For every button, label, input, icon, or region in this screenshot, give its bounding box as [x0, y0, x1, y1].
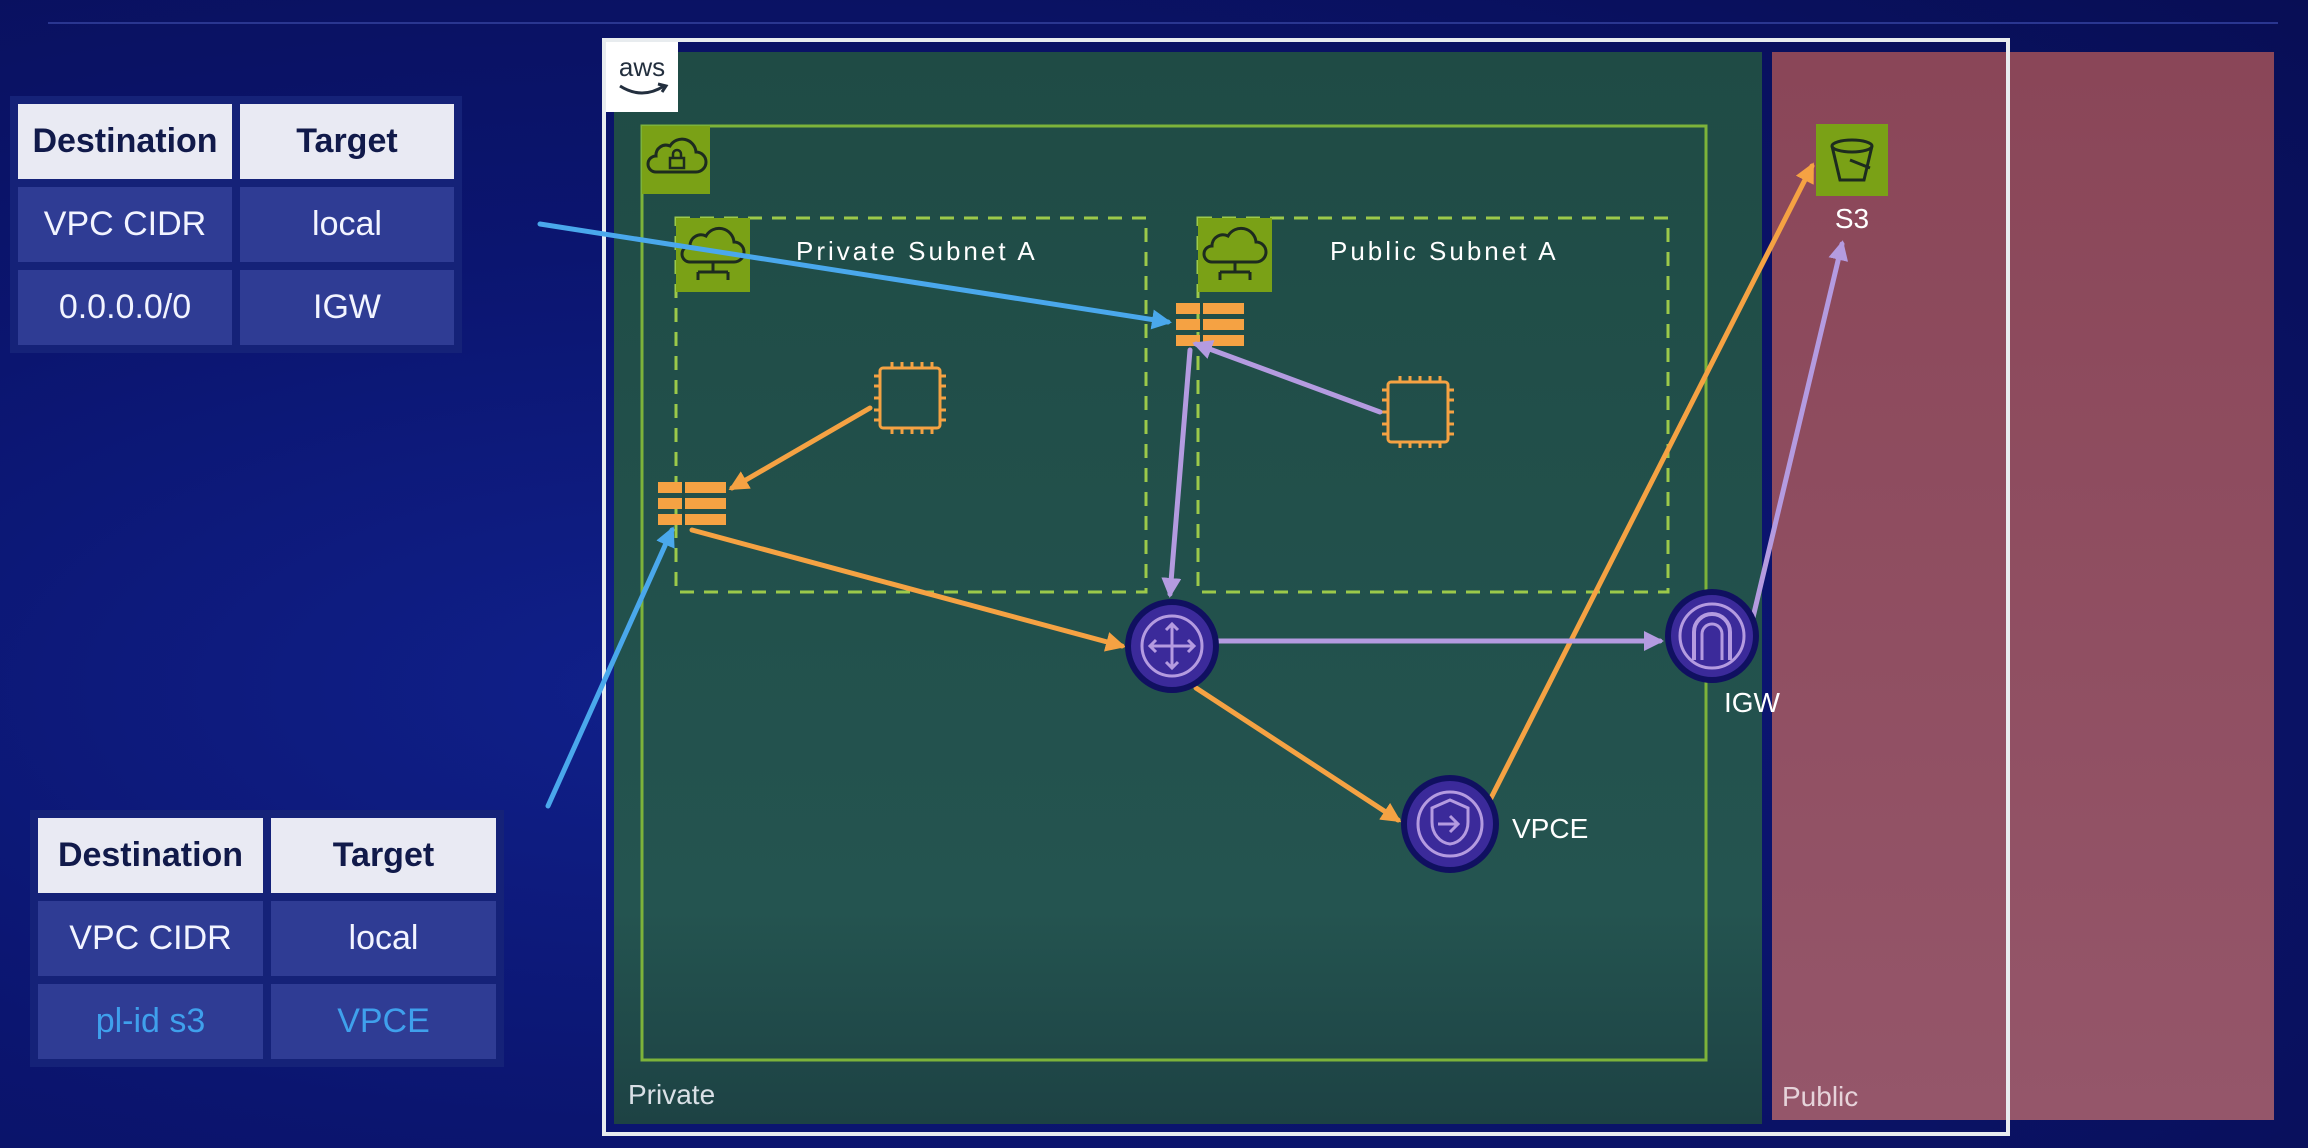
table-row: 0.0.0.0/0 IGW: [18, 270, 454, 345]
private-subnet-label: Private Subnet A: [796, 236, 1038, 266]
route-pointers: [537, 221, 1172, 809]
public-subnet-label: Public Subnet A: [1330, 236, 1559, 266]
target-cell: local: [271, 901, 496, 976]
target-header: Target: [271, 818, 496, 893]
table-row: VPC CIDR local: [18, 187, 454, 262]
destination-cell: VPC CIDR: [38, 901, 263, 976]
internet-gateway-icon: [1665, 589, 1759, 683]
destination-header: Destination: [18, 104, 232, 179]
pointer-public-table: [537, 221, 1172, 330]
s3-label: S3: [1835, 203, 1869, 234]
public-zone: [1772, 52, 2274, 1120]
top-rule: [48, 22, 2278, 24]
route-table-public: Destination Target VPC CIDR local 0.0.0.…: [10, 96, 462, 353]
flow-vpce-to-s3: [1487, 162, 1815, 803]
table-row: pl-id s3 VPCE: [38, 984, 496, 1059]
flow-purple: [1161, 240, 1849, 651]
private-zone: [614, 52, 1762, 1124]
flow-orange: [689, 162, 1815, 823]
flow-igw-to-s3: [1747, 240, 1849, 633]
route-table-private: Destination Target VPC CIDR local pl-id …: [30, 810, 504, 1067]
route-table-private-icon: [658, 482, 726, 525]
vpc-icon: [642, 126, 710, 194]
destination-header: Destination: [38, 818, 263, 893]
flow-router-to-vpce: [1193, 685, 1402, 823]
destination-cell: 0.0.0.0/0: [18, 270, 232, 345]
svg-text:aws: aws: [619, 52, 665, 82]
public-subnet-icon: [1198, 218, 1272, 292]
router-icon: [1125, 599, 1219, 693]
route-table-public-icon: [1176, 303, 1244, 346]
vpc-endpoint-icon: [1401, 775, 1499, 873]
flow-private-rt-to-router: [689, 527, 1126, 652]
aws-cloud-frame: [602, 38, 2010, 1136]
ec2-instance-private-icon: [874, 362, 946, 434]
public-subnet-a: [1196, 216, 1670, 594]
flow-public-rt-to-router: [1161, 347, 1193, 598]
vpce-label: VPCE: [1512, 813, 1588, 844]
igw-label: IGW: [1724, 687, 1781, 718]
ec2-instance-public-icon: [1382, 376, 1454, 448]
aws-logo-icon: aws: [606, 42, 678, 112]
private-zone-label: Private: [628, 1079, 715, 1110]
flow-ec2-to-private-rt: [728, 405, 873, 491]
flow-ec2-to-public-rt: [1192, 340, 1383, 415]
target-cell-highlight: VPCE: [271, 984, 496, 1059]
target-header: Target: [240, 104, 454, 179]
table-row: VPC CIDR local: [38, 901, 496, 976]
target-cell: IGW: [240, 270, 454, 345]
destination-cell-highlight: pl-id s3: [38, 984, 263, 1059]
public-zone-label: Public: [1782, 1081, 1858, 1112]
pointer-private-table: [545, 526, 675, 809]
private-subnet-a: [674, 216, 1148, 594]
destination-cell: VPC CIDR: [18, 187, 232, 262]
s3-bucket-icon: [1816, 124, 1888, 196]
target-cell: local: [240, 187, 454, 262]
